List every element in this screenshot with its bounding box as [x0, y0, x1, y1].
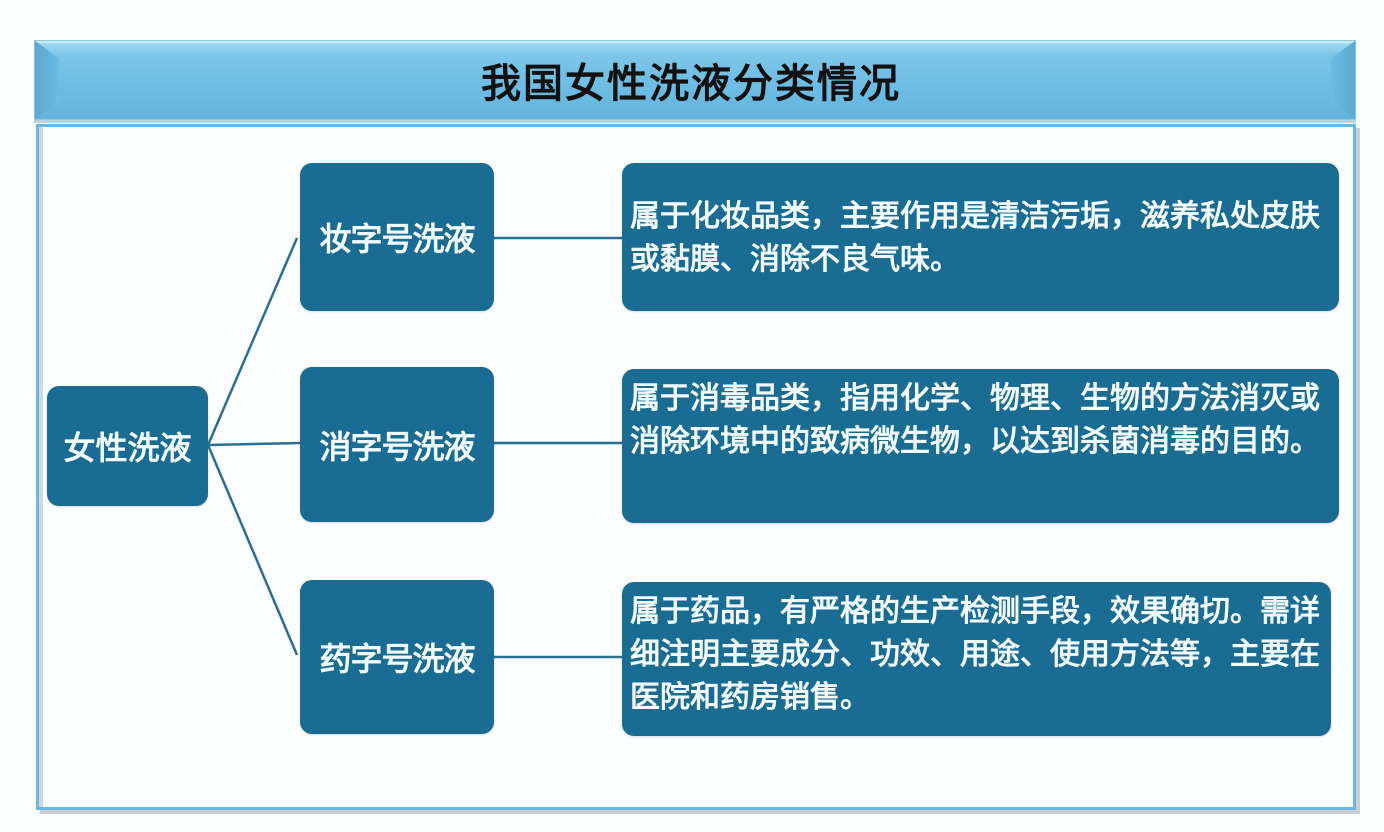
description-text: 属于化妆品类，主要作用是清洁污垢，滋养私处皮肤或黏膜、消除不良气味。: [630, 199, 1320, 277]
category-node-medicine: 药字号洗液: [300, 580, 494, 734]
category-node-disinfect: 消字号洗液: [300, 367, 494, 522]
title-bar: 我国女性洗液分类情况: [34, 40, 1356, 120]
connector-root-to-medicine: [206, 444, 299, 656]
category-label: 消字号洗液: [319, 427, 475, 466]
category-node-cosmetic: 妆字号洗液: [300, 163, 494, 311]
description-node-medicine: 属于药品，有严格的生产检测手段，效果确切。需详细注明主要成分、功效、用途、使用方…: [622, 582, 1331, 736]
category-label: 药字号洗液: [319, 640, 475, 678]
root-node: 女性洗液: [47, 386, 208, 506]
page-title: 我国女性洗液分类情况: [481, 61, 901, 107]
connector-root-to-cosmetic: [206, 237, 299, 446]
category-label: 妆字号洗液: [319, 220, 475, 258]
description-text: 属于药品，有严格的生产检测手段，效果确切。需详细注明主要成分、功效、用途、使用方…: [630, 594, 1320, 715]
description-node-disinfect: 属于消毒品类，指用化学、物理、生物的方法消灭或消除环境中的致病微生物，以达到杀菌…: [622, 369, 1339, 523]
root-node-label: 女性洗液: [63, 429, 192, 467]
description-text: 属于消毒品类，指用化学、物理、生物的方法消灭或消除环境中的致病微生物，以达到杀菌…: [630, 381, 1320, 459]
description-node-cosmetic: 属于化妆品类，主要作用是清洁污垢，滋养私处皮肤或黏膜、消除不良气味。: [622, 163, 1339, 311]
connector-root-to-disinfect: [207, 441, 301, 447]
